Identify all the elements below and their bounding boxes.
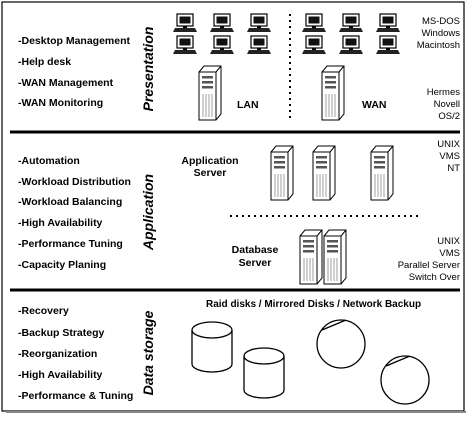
application-server-2-icon bbox=[312, 145, 336, 201]
raid-disk-1-icon bbox=[191, 321, 233, 373]
application-server-3-icon bbox=[370, 145, 394, 201]
lan-server-icon bbox=[198, 65, 222, 121]
raid-disk-2-icon bbox=[243, 347, 285, 399]
wan-server-icon bbox=[321, 65, 345, 121]
tape-reel-2-icon bbox=[380, 355, 430, 405]
database-server-1-icon bbox=[299, 229, 323, 285]
outer-frame bbox=[1, 1, 465, 412]
lan-workstations-icon bbox=[172, 13, 272, 55]
wan-workstations-icon bbox=[301, 13, 401, 55]
database-server-2-icon bbox=[323, 229, 347, 285]
application-server-1-icon bbox=[270, 145, 294, 201]
tape-reel-1-icon bbox=[316, 319, 366, 369]
